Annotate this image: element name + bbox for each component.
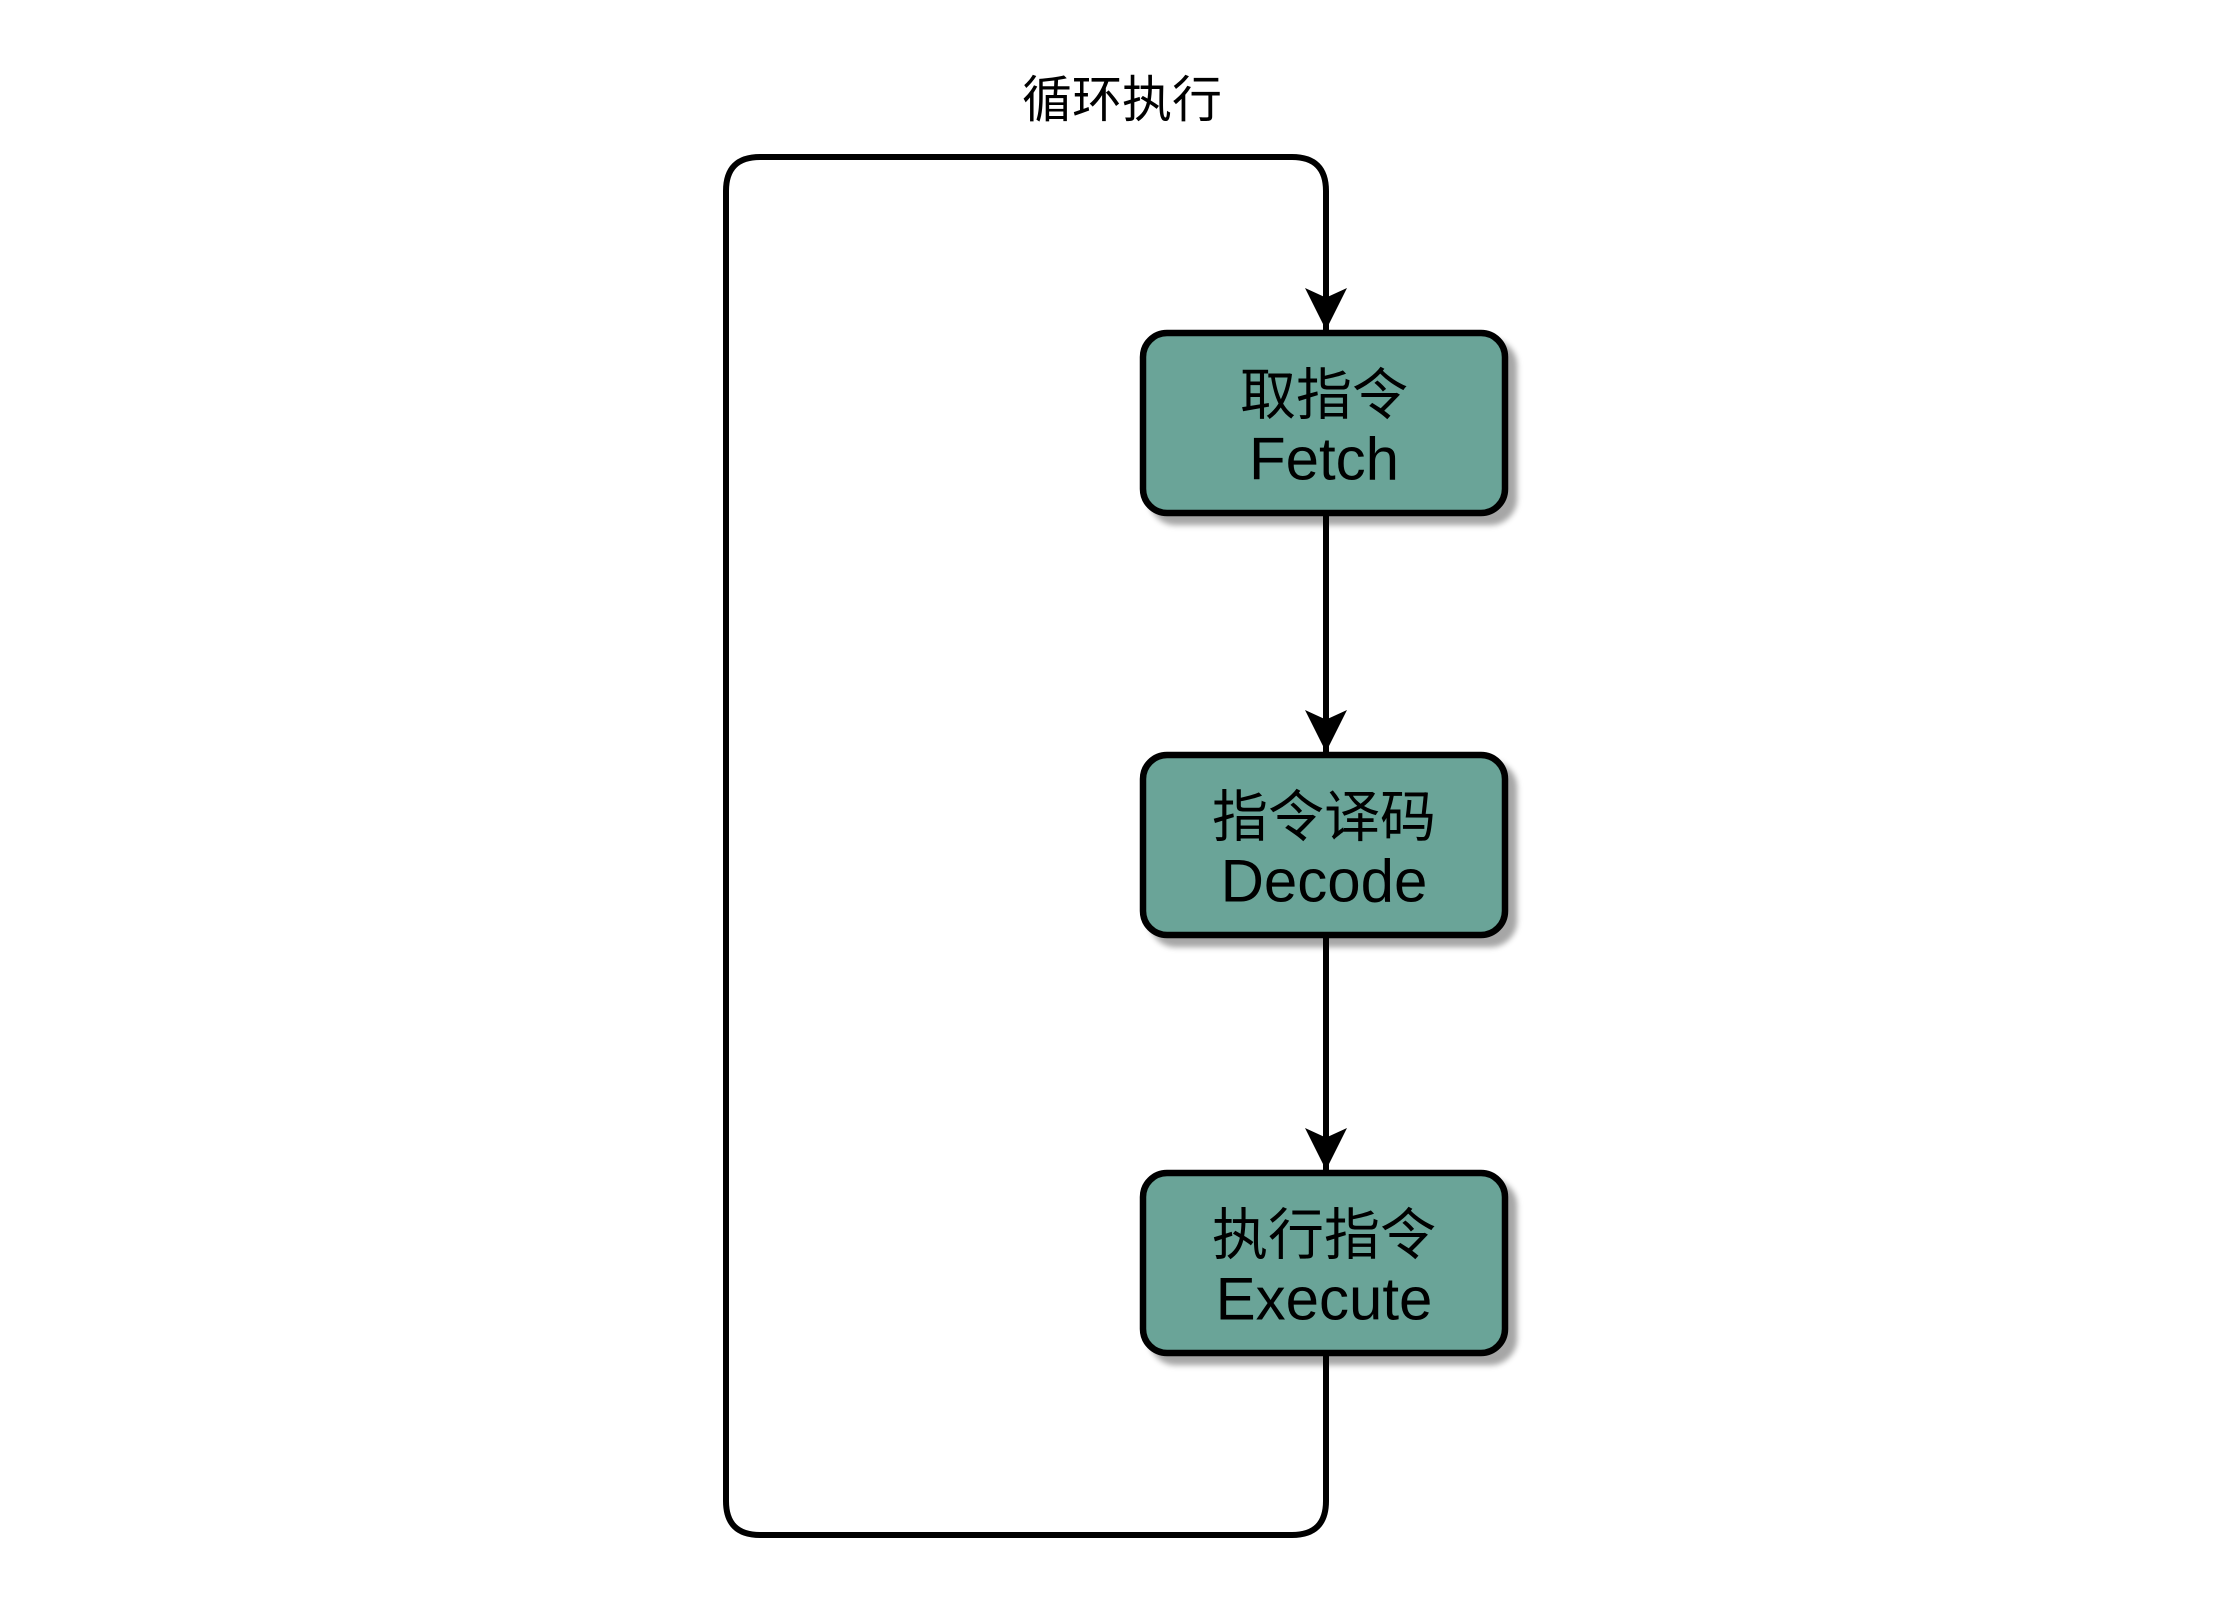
node-execute-box — [1139, 1169, 1509, 1357]
node-decode-label-en: Decode — [1221, 848, 1428, 915]
node-execute-label-zh: 执行指令 — [1212, 1204, 1436, 1267]
node-fetch-label-en: Fetch — [1249, 426, 1399, 493]
edge-execute-to-fetch-loop — [723, 154, 1347, 1538]
node-fetch-label-zh: 取指令 — [1240, 364, 1408, 427]
node-fetch-box — [1139, 329, 1509, 517]
node-decode-label-zh: 指令译码 — [1212, 786, 1436, 849]
node-decode: 指令译码 Decode — [1139, 751, 1509, 939]
node-execute-label-en: Execute — [1216, 1266, 1433, 1333]
node-decode-box — [1139, 751, 1509, 939]
diagram-title: 循环执行 — [1022, 72, 1222, 128]
node-execute: 执行指令 Execute — [1139, 1169, 1509, 1357]
node-fetch: 取指令 Fetch — [1139, 329, 1509, 517]
